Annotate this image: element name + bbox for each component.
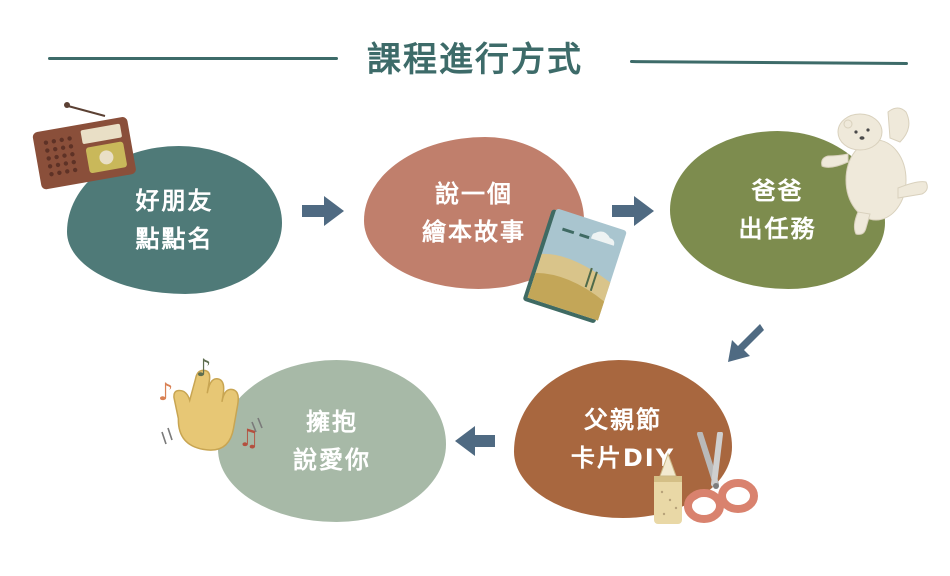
arrow-right-1 [302,196,344,226]
step-2-line1: 說一個 [435,180,513,208]
step-5-blob: 擁抱 說愛你 [218,360,446,522]
title-line-left [48,57,338,60]
page-title: 課程進行方式 [367,40,583,80]
polar-bear-icon [821,107,928,235]
arrow-left [455,426,495,456]
step-3-line2: 出任務 [738,215,817,243]
arrow-down-left [728,324,764,362]
music-note-icon: ♪ [196,354,212,382]
step-5-line1: 擁抱 [306,408,358,436]
step-1-line2: 點點名 [135,225,214,253]
glue-icon [654,452,682,524]
step-4-line2: 卡片DIY [570,444,676,472]
book-icon [523,209,627,323]
step-4-line1: 父親節 [584,406,662,434]
arrow-right-2 [612,196,654,226]
scissors-icon [684,432,758,523]
step-1-line1: 好朋友 [135,187,214,215]
radio-icon [32,102,136,190]
step-3-line1: 爸爸 [751,177,804,205]
step-5-line2: 說愛你 [293,446,371,474]
music-note-icon: ♪ [158,378,174,406]
step-2-line2: 繪本故事 [422,218,526,246]
music-note-icon: ♫ [238,424,260,452]
step-3-blob: 爸爸 出任務 [670,131,885,289]
hand-icon [161,369,263,451]
